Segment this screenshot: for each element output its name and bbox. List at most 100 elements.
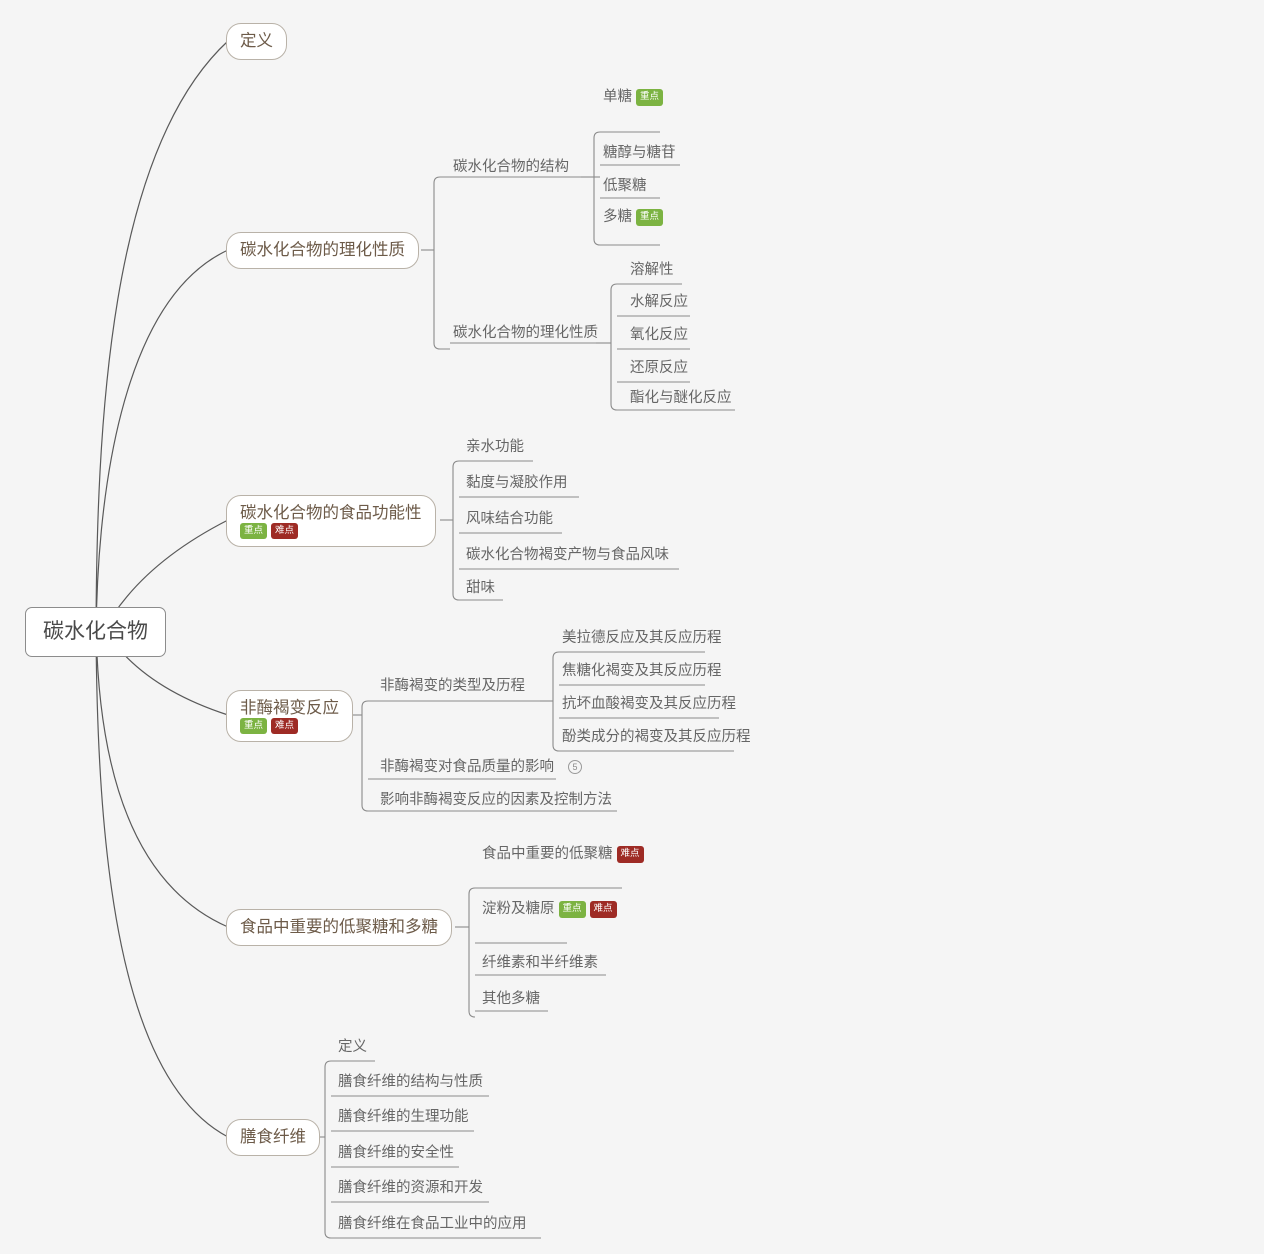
node-label: 美拉德反应及其反应历程 bbox=[562, 630, 722, 646]
node-label: 多糖 bbox=[603, 209, 632, 226]
leaf-duotang[interactable]: 多糖 重点 bbox=[599, 206, 671, 230]
badge-group: 重点 bbox=[636, 209, 667, 226]
leaf-xianwei-ziyuan-kaifa[interactable]: 膳食纤维的资源和开发 bbox=[334, 1178, 487, 1201]
node-label: 甜味 bbox=[466, 580, 495, 596]
branch-node-lihua-xingzhi[interactable]: 碳水化合物的理化性质 bbox=[226, 232, 419, 270]
node-label: 其他多糖 bbox=[482, 991, 540, 1007]
leaf-dingyi[interactable]: 定义 bbox=[334, 1037, 371, 1060]
leaf-fenlei-chengfen-hebian[interactable]: 酚类成分的褐变及其反应历程 bbox=[558, 727, 755, 750]
node-label: 还原反应 bbox=[630, 360, 688, 376]
node-label: 酚类成分的褐变及其反应历程 bbox=[562, 729, 751, 745]
node-label: 非酶褐变对食品质量的影响 bbox=[380, 759, 554, 775]
node-label: 膳食纤维的资源和开发 bbox=[338, 1180, 483, 1196]
badge-key: 重点 bbox=[636, 209, 664, 226]
leaf-fengwei-jiehe[interactable]: 风味结合功能 bbox=[462, 509, 557, 532]
node-label: 膳食纤维的结构与性质 bbox=[338, 1074, 483, 1090]
node-label: 溶解性 bbox=[630, 262, 674, 278]
node-feimei-yingxiang-zhiliang[interactable]: 非酶褐变对食品质量的影响 5 bbox=[376, 757, 586, 780]
node-yingxiang-yinsu-kongzhi[interactable]: 影响非酶褐变反应的因素及控制方法 bbox=[376, 790, 616, 813]
leaf-huanyuan-fanying[interactable]: 还原反应 bbox=[626, 358, 692, 381]
leaf-jiaotanghua-hebian[interactable]: 焦糖化褐变及其反应历程 bbox=[558, 661, 726, 684]
wire-shanshi-bracket bbox=[324, 1060, 332, 1239]
badge-hard: 难点 bbox=[271, 522, 299, 540]
leaf-dianfen-tangyuan[interactable]: 淀粉及糖原 重点难点 bbox=[478, 898, 625, 922]
leaf-xianwei-jiegou-xingzhi[interactable]: 膳食纤维的结构与性质 bbox=[334, 1072, 487, 1095]
leaf-niandu-ningjiao[interactable]: 黏度与凝胶作用 bbox=[462, 473, 572, 496]
badge-key: 重点 bbox=[240, 522, 268, 540]
leaf-meilade-fanying[interactable]: 美拉德反应及其反应历程 bbox=[558, 628, 726, 651]
branch-label: 膳食纤维 bbox=[240, 1128, 306, 1146]
leaf-dantang[interactable]: 单糖 重点 bbox=[599, 86, 671, 110]
leaf-tangchun-tanggan[interactable]: 糖醇与糖苷 bbox=[599, 143, 680, 166]
node-tanshui-lihua-xingzhi[interactable]: 碳水化合物的理化性质 bbox=[449, 323, 602, 346]
node-label: 食品中重要的低聚糖 bbox=[482, 846, 613, 863]
branch-node-shanshi-xianwei[interactable]: 膳食纤维 bbox=[226, 1119, 320, 1157]
badge-group: 重点 bbox=[636, 89, 667, 106]
branch-node-dingyi[interactable]: 定义 bbox=[226, 23, 287, 61]
branch-node-shipin-gongnengxing[interactable]: 碳水化合物的食品功能性 重点难点 bbox=[226, 495, 436, 547]
node-label: 膳食纤维的安全性 bbox=[338, 1145, 454, 1161]
leaf-kanghuaixuesuan-hebian[interactable]: 抗坏血酸褐变及其反应历程 bbox=[558, 694, 740, 717]
node-label: 碳水化合物褐变产物与食品风味 bbox=[466, 547, 669, 563]
node-label: 抗坏血酸褐变及其反应历程 bbox=[562, 696, 736, 712]
wire-root-to-dingyi bbox=[95, 40, 229, 647]
badge-key: 重点 bbox=[558, 901, 586, 918]
node-label: 淀粉及糖原 bbox=[482, 901, 555, 918]
wire-root-to-lihua bbox=[95, 249, 229, 647]
badge-key: 重点 bbox=[240, 717, 268, 735]
node-label: 纤维素和半纤维素 bbox=[482, 955, 598, 971]
node-label: 低聚糖 bbox=[603, 178, 647, 194]
leaf-yanghua-fanying[interactable]: 氧化反应 bbox=[626, 325, 692, 348]
badge-group: 难点 bbox=[616, 846, 648, 863]
badge-key: 重点 bbox=[636, 89, 664, 106]
branch-node-feimei-hebian[interactable]: 非酶褐变反应 重点难点 bbox=[226, 690, 353, 742]
wire-root-to-diju bbox=[95, 611, 229, 928]
leaf-dijutang[interactable]: 低聚糖 bbox=[599, 176, 651, 199]
branch-label: 定义 bbox=[240, 32, 273, 50]
root-node[interactable]: 碳水化合物 bbox=[25, 607, 166, 657]
wire-lihua3-bracket bbox=[610, 283, 618, 411]
wire-lihua-bracket bbox=[433, 176, 450, 350]
wire-feimei-bracket bbox=[361, 700, 369, 812]
wire-diju-bracket bbox=[468, 887, 476, 1018]
node-label: 膳食纤维的生理功能 bbox=[338, 1109, 469, 1125]
node-label: 氧化反应 bbox=[630, 327, 688, 343]
wire-root-to-shanshi bbox=[95, 611, 229, 1138]
leaf-rongjiexing[interactable]: 溶解性 bbox=[626, 260, 678, 283]
node-tanshui-jiegou[interactable]: 碳水化合物的结构 bbox=[449, 157, 573, 180]
wire-gongneng-bracket bbox=[452, 460, 460, 601]
node-feimei-leixing-licheng[interactable]: 非酶褐变的类型及历程 bbox=[376, 676, 529, 699]
node-label: 酯化与醚化反应 bbox=[630, 390, 732, 406]
leaf-qinshui-gongneng[interactable]: 亲水功能 bbox=[462, 437, 528, 460]
badge-hard: 难点 bbox=[616, 846, 644, 863]
leaf-hebian-chanwu-fengwei[interactable]: 碳水化合物褐变产物与食品风味 bbox=[462, 545, 673, 568]
leaf-shuijie-fanying[interactable]: 水解反应 bbox=[626, 292, 692, 315]
badge-group: 重点难点 bbox=[240, 521, 302, 540]
node-label: 黏度与凝胶作用 bbox=[466, 475, 568, 491]
node-label: 膳食纤维在食品工业中的应用 bbox=[338, 1216, 527, 1232]
leaf-xianwei-anquanxing[interactable]: 膳食纤维的安全性 bbox=[334, 1143, 458, 1166]
node-label: 单糖 bbox=[603, 89, 632, 106]
node-label: 糖醇与糖苷 bbox=[603, 145, 676, 161]
badge-group: 重点难点 bbox=[240, 716, 302, 735]
branch-label: 食品中重要的低聚糖和多糖 bbox=[240, 918, 438, 936]
leaf-tianwei[interactable]: 甜味 bbox=[462, 578, 499, 601]
leaf-xianwei-shengli-gongneng[interactable]: 膳食纤维的生理功能 bbox=[334, 1107, 473, 1130]
count-badge: 5 bbox=[568, 760, 583, 775]
leaf-shipin-dijutang[interactable]: 食品中重要的低聚糖 难点 bbox=[478, 843, 652, 867]
branch-node-dijutang-duotang[interactable]: 食品中重要的低聚糖和多糖 bbox=[226, 909, 452, 947]
leaf-xianwei-gongye-yingyong[interactable]: 膳食纤维在食品工业中的应用 bbox=[334, 1214, 531, 1237]
node-label: 非酶褐变的类型及历程 bbox=[380, 678, 525, 694]
leaf-zhihua-mihua-fanying[interactable]: 酯化与醚化反应 bbox=[626, 388, 736, 411]
node-label: 影响非酶褐变反应的因素及控制方法 bbox=[380, 792, 612, 808]
node-label: 风味结合功能 bbox=[466, 511, 553, 527]
node-label: 碳水化合物的结构 bbox=[453, 159, 569, 175]
root-label: 碳水化合物 bbox=[43, 620, 148, 643]
node-label: 亲水功能 bbox=[466, 439, 524, 455]
node-label: 碳水化合物的理化性质 bbox=[453, 325, 598, 341]
branch-label: 碳水化合物的食品功能性 bbox=[240, 504, 422, 522]
badge-group: 重点难点 bbox=[558, 901, 621, 918]
leaf-xianweisu-banxianweisu[interactable]: 纤维素和半纤维素 bbox=[478, 953, 602, 976]
leaf-qita-duotang[interactable]: 其他多糖 bbox=[478, 989, 544, 1012]
